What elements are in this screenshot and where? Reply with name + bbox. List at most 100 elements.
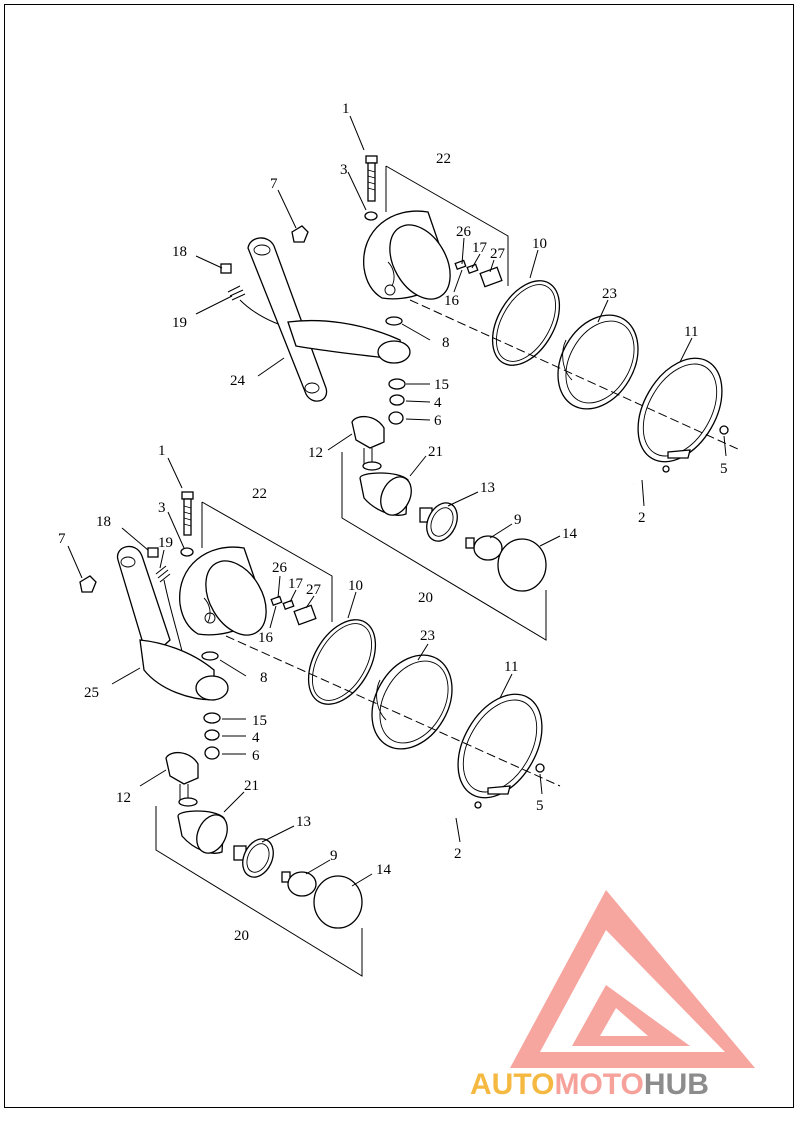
callout-11-lower: 11	[504, 659, 518, 675]
nut-part-6	[388, 411, 404, 425]
callout-9-upper: 9	[514, 512, 522, 528]
headlamp-door-part-11	[637, 357, 723, 463]
callout-11-upper: 11	[684, 324, 698, 340]
headlamp-housing-part-22-lower	[179, 546, 267, 636]
washer-part-3	[364, 211, 378, 221]
screw-part-2-lower	[447, 801, 482, 819]
spacer-part-15-lower	[203, 712, 221, 724]
callout-3-upper: 3	[340, 162, 348, 178]
washer-part-8	[385, 316, 403, 326]
lower-assembly	[67, 457, 561, 977]
callout-22-upper: 22	[436, 151, 451, 167]
watermark-text: AUTOMOTOHUB	[470, 1068, 709, 1101]
turn-signal-stalk-part-12-lower	[165, 752, 199, 807]
callout-24-upper: 24	[230, 373, 246, 389]
callout-27-lower: 27	[306, 582, 322, 598]
bulb-part-9	[465, 535, 503, 561]
callout-23-upper: 23	[602, 286, 617, 302]
socket-parts-upper	[454, 259, 503, 288]
callout-17-lower: 17	[288, 576, 304, 592]
watermark-moto: MOTO	[554, 1068, 643, 1101]
callout-2-lower: 2	[454, 846, 462, 862]
callout-14-lower: 14	[376, 862, 392, 878]
mount-bracket-part-24	[247, 237, 411, 402]
bulb-part-9-lower	[281, 871, 317, 897]
callout-1-lower: 1	[158, 443, 166, 459]
screw-part-5-lower	[535, 763, 545, 773]
callout-27-upper: 27	[490, 246, 506, 262]
watermark-auto: AUTO	[470, 1068, 554, 1101]
signal-housing-part-21-lower	[177, 810, 228, 854]
callout-21-lower: 21	[244, 778, 259, 794]
signal-housing-part-21	[359, 472, 412, 516]
callout-3-lower: 3	[158, 500, 166, 516]
callout-16-lower: 16	[258, 630, 274, 646]
callout-labels: 1 3 22 7 18 19 26 17 27 16 10 23 11 8 24…	[58, 101, 728, 944]
connector-part-18-lower	[147, 547, 159, 558]
callout-7-lower: 7	[58, 531, 66, 547]
callout-16-upper: 16	[444, 293, 460, 309]
callout-23-lower: 23	[420, 628, 435, 644]
callout-21-upper: 21	[428, 444, 443, 460]
nut-part-6-lower	[204, 746, 220, 760]
callout-13-upper: 13	[480, 480, 495, 496]
callout-19-lower: 19	[158, 535, 173, 551]
socket-parts-lower	[270, 595, 317, 626]
watermark-hub: HUB	[644, 1068, 709, 1101]
callout-18-lower: 18	[96, 514, 111, 530]
callout-20-lower: 20	[234, 928, 249, 944]
bolt-part-1	[365, 155, 378, 202]
callout-6-lower: 6	[252, 748, 260, 764]
callout-12-lower: 12	[116, 790, 131, 806]
headlamp-housing-part-22	[363, 210, 451, 300]
callout-17-upper: 17	[472, 240, 488, 256]
callout-13-lower: 13	[296, 814, 311, 830]
turn-signal-stalk-part-12	[351, 416, 385, 471]
sealed-beam-part-23	[557, 314, 639, 410]
callout-15-lower: 15	[252, 713, 267, 729]
callout-14-upper: 14	[562, 526, 578, 542]
watermark-logo-mark	[510, 890, 755, 1068]
callout-4-lower: 4	[252, 730, 260, 746]
spacer-part-15	[388, 378, 406, 390]
trim-ring-part-10-lower	[307, 619, 377, 705]
trim-ring-part-10	[491, 280, 561, 366]
lockwasher-part-4	[389, 394, 405, 406]
sealed-beam-part-23-lower	[371, 654, 453, 750]
cap-nut-part-7-lower	[79, 575, 97, 593]
callout-26-lower: 26	[272, 560, 288, 576]
cap-nut-part-7	[291, 225, 309, 243]
screw-part-2	[633, 465, 670, 485]
washer-part-8-lower	[201, 651, 219, 661]
screw-part-5	[719, 425, 729, 435]
callout-26-upper: 26	[456, 224, 472, 240]
signal-lens-part-14-lower	[313, 875, 363, 929]
callout-6-upper: 6	[434, 413, 442, 429]
headlamp-door-part-11-lower	[457, 693, 543, 799]
signal-lens-part-14	[497, 538, 547, 592]
callout-5-lower: 5	[536, 798, 544, 814]
callout-25-lower: 25	[84, 685, 99, 701]
callout-12-upper: 12	[308, 445, 323, 461]
callout-5-upper: 5	[720, 461, 728, 477]
callout-19-upper: 19	[172, 315, 187, 331]
mount-bracket-part-25	[116, 545, 229, 701]
callout-8-lower: 8	[260, 670, 268, 686]
callout-7-upper: 7	[270, 176, 278, 192]
connector-part-18	[220, 263, 232, 274]
lockwasher-part-4-lower	[204, 729, 220, 741]
callout-4-upper: 4	[434, 395, 442, 411]
callout-22-lower: 22	[252, 486, 267, 502]
upper-assembly	[195, 115, 741, 641]
diagram-frame	[4, 4, 794, 1108]
callout-9-lower: 9	[330, 848, 338, 864]
callout-15-upper: 15	[434, 377, 449, 393]
bulb-socket-part-13	[419, 502, 458, 542]
callout-2-upper: 2	[638, 510, 646, 526]
callout-10-lower: 10	[348, 578, 363, 594]
callout-18-upper: 18	[172, 244, 187, 260]
bolt-part-1-lower	[181, 491, 194, 536]
bulb-socket-part-13-lower	[233, 838, 274, 878]
callout-8-upper: 8	[442, 335, 450, 351]
